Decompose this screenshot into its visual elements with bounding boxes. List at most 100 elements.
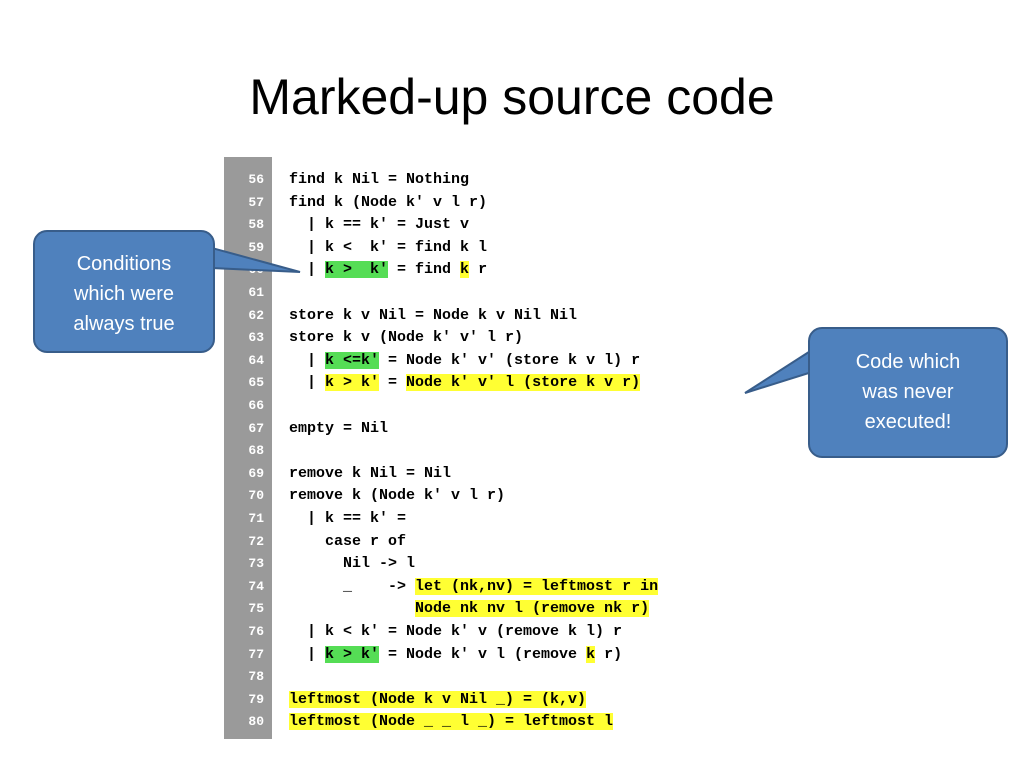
code-line: 65 | k > k' = Node k' v' l (store k v r) [224, 372, 744, 395]
line-code: leftmost (Node k v Nil _) = (k,v) [289, 689, 587, 712]
code-line: 59 | k < k' = find k l [224, 237, 744, 260]
code-text: = Node k' v l (remove [379, 645, 587, 663]
line-code: empty = Nil [289, 418, 388, 441]
line-number: 74 [248, 578, 264, 594]
callout-line: executed! [864, 411, 952, 433]
code-text: r [469, 261, 488, 279]
code-text: Nil -> l [289, 555, 416, 573]
highlight-green: k > k' [325, 645, 380, 663]
line-number: 60 [248, 262, 264, 278]
code-line: 64 | k <=k' = Node k' v' (store k v l) r [224, 350, 744, 373]
code-text: | [289, 645, 326, 663]
line-code: | k == k' = [289, 508, 406, 531]
line-code: remove k (Node k' v l r) [289, 485, 505, 508]
line-number: 66 [248, 398, 264, 413]
code-line: 69 remove k Nil = Nil [224, 463, 744, 486]
code-text: find k Nil = Nothing [289, 171, 470, 188]
code-text: | k == k' = [289, 510, 407, 527]
line-code: case r of [289, 531, 406, 554]
line-number: 56 [248, 172, 264, 187]
code-text: _ -> [289, 577, 416, 595]
code-line: 60 | k > k' = find k r [224, 259, 744, 282]
line-number: 72 [248, 533, 264, 549]
code-text: | k == k' = Just v [289, 216, 470, 234]
callout-line: Code which [855, 351, 961, 373]
code-text: store k v (Node k' v' l r) [289, 329, 524, 347]
line-number: 73 [248, 556, 264, 572]
callout-line: always true [73, 313, 175, 335]
line-code: find k Nil = Nothing [289, 169, 469, 192]
line-number: 69 [248, 465, 264, 481]
code-text: find k (Node k' v l r) [289, 193, 488, 211]
callout-never-executed: Code which was never executed! [808, 327, 1008, 458]
line-code: Nil -> l [289, 553, 415, 576]
line-number: 76 [248, 624, 264, 639]
line-code: find k (Node k' v l r) [289, 192, 487, 215]
line-number: 75 [248, 601, 264, 617]
code-line: 66 [224, 395, 744, 418]
code-line: 62 store k v Nil = Node k v Nil Nil [224, 305, 744, 328]
line-number: 67 [248, 420, 264, 436]
line-number: 59 [248, 239, 264, 255]
line-number: 70 [248, 488, 264, 504]
code-text: case r of [289, 532, 407, 550]
code-line: 56 find k Nil = Nothing [224, 169, 744, 192]
code-line: 61 [224, 282, 744, 305]
line-code: | k > k' = Node k' v l (remove k r) [289, 644, 622, 667]
highlight-yellow: let (nk,nv) = leftmost r in [415, 577, 659, 595]
code-line: 77 | k > k' = Node k' v l (remove k r) [224, 644, 744, 667]
line-number: 62 [248, 307, 264, 323]
code-text [289, 600, 415, 617]
line-code: | k > k' = Node k' v' l (store k v r) [289, 372, 641, 395]
line-code: | k < k' = Node k' v (remove k l) r [289, 621, 622, 644]
line-code: | k == k' = Just v [289, 214, 469, 237]
line-number: 68 [248, 443, 264, 459]
line-code: | k <=k' = Node k' v' (store k v l) r [289, 350, 640, 373]
code-line: 68 [224, 440, 744, 463]
line-code: _ -> let (nk,nv) = leftmost r in [289, 576, 659, 599]
highlight-yellow: k [460, 261, 470, 279]
line-code: | k < k' = find k l [289, 237, 487, 260]
code-line: 67 empty = Nil [224, 418, 744, 441]
callout-line: which were [73, 283, 175, 305]
line-code: Node nk nv l (remove nk r) [289, 598, 650, 621]
highlight-yellow: Node k' v' l (store k v r) [406, 374, 641, 392]
code-text: = Node k' v' (store k v l) r [379, 351, 641, 369]
line-number: 64 [248, 352, 264, 368]
line-number: 79 [248, 691, 264, 707]
line-number: 78 [248, 669, 264, 685]
code-text: | [289, 261, 326, 279]
line-number: 65 [248, 375, 264, 391]
code-text: = find [388, 261, 461, 279]
highlight-yellow: k [586, 645, 596, 663]
code-text: = [379, 374, 407, 392]
code-line: 78 [224, 666, 744, 689]
right-callout-pointer [744, 348, 813, 394]
line-code: store k v Nil = Node k v Nil Nil [289, 305, 577, 328]
line-number: 63 [248, 330, 264, 346]
code-text: | k < k' = find k l [289, 238, 488, 256]
code-line: 71 | k == k' = [224, 508, 744, 531]
code-text: r) [595, 645, 623, 663]
line-code: leftmost (Node _ _ l _) = leftmost l [289, 711, 614, 734]
code-text: remove k (Node k' v l r) [289, 487, 506, 505]
code-text: store k v Nil = Node k v Nil Nil [289, 306, 578, 324]
highlight-green: k > k' [325, 261, 389, 279]
line-code: store k v (Node k' v' l r) [289, 327, 523, 350]
line-code: | k > k' = find k r [289, 259, 487, 282]
highlight-yellow: Node nk nv l (remove nk r) [415, 600, 650, 618]
line-number: 77 [248, 646, 264, 662]
callout-always-true: Conditions which were always true [33, 230, 215, 353]
code-line: 79 leftmost (Node k v Nil _) = (k,v) [224, 689, 744, 712]
code-line: 58 | k == k' = Just v [224, 214, 744, 237]
code-text: empty = Nil [289, 419, 389, 437]
code-line: 80 leftmost (Node _ _ l _) = leftmost l [224, 711, 744, 734]
code-line: 75 Node nk nv l (remove nk r) [224, 598, 744, 621]
callout-line: Conditions [76, 253, 172, 275]
line-number: 58 [248, 217, 264, 233]
line-number: 80 [248, 714, 264, 730]
line-code: remove k Nil = Nil [289, 463, 451, 486]
highlight-green: k <=k' [325, 351, 380, 369]
